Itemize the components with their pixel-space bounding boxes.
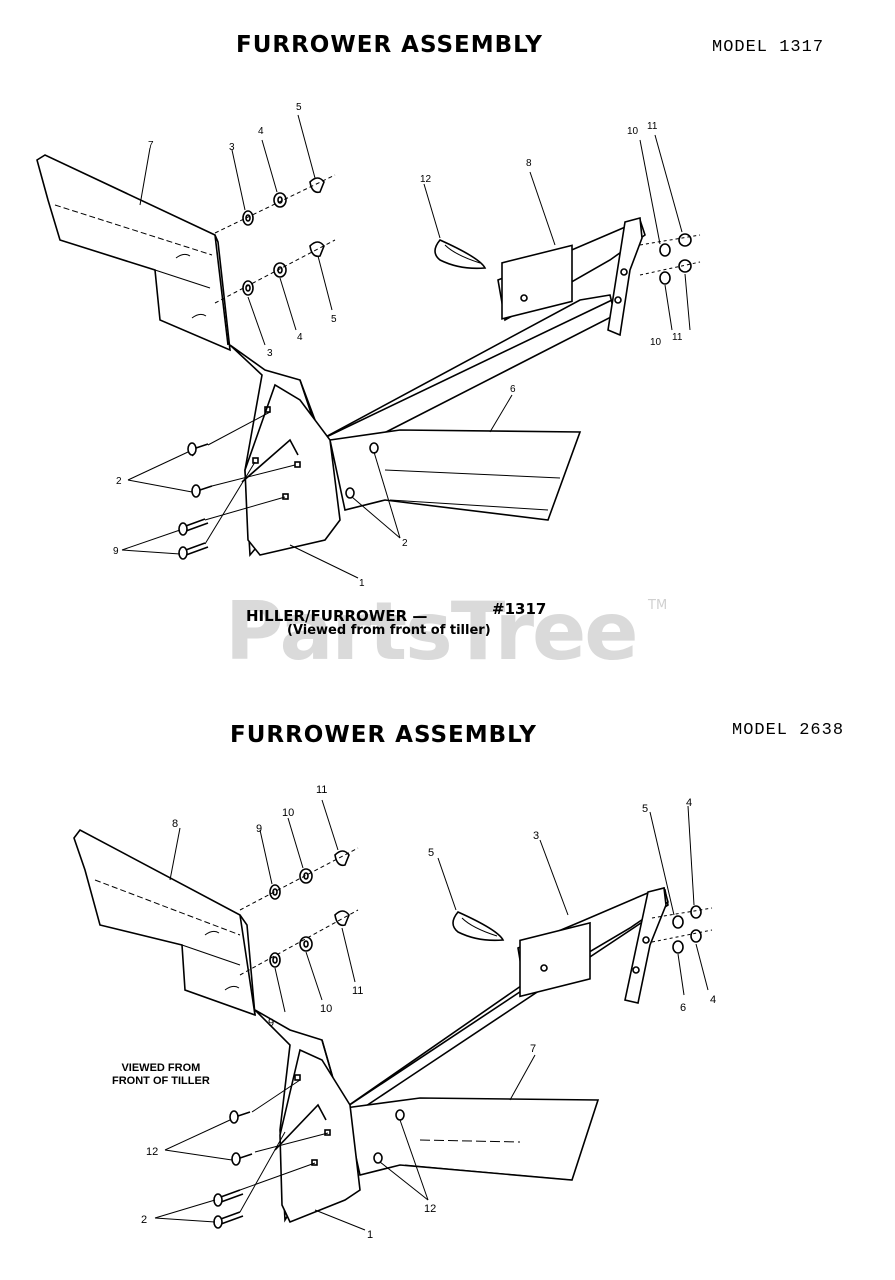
top-title: FURROWER ASSEMBLY xyxy=(236,32,543,58)
bottom-label-9a: 9 xyxy=(256,823,262,835)
bottom-label-5: 5 xyxy=(642,803,648,815)
top-wing-plate-7 xyxy=(36,154,231,352)
bottom-label-10a: 10 xyxy=(282,807,294,819)
top-label-5b: 5 xyxy=(331,314,337,325)
bottom-label-5-clip: 5 xyxy=(428,847,434,859)
top-hardware-10-11 xyxy=(639,134,701,331)
top-caption-line1: HILLER/FURROWER — xyxy=(246,607,428,625)
top-label-5a: 5 xyxy=(296,102,302,113)
trademark-symbol: TM xyxy=(648,598,668,613)
bottom-hardware-9-10-11 xyxy=(239,799,359,1013)
bottom-label-7: 7 xyxy=(530,1043,536,1055)
top-label-11b: 11 xyxy=(672,332,683,343)
bottom-label-2: 2 xyxy=(141,1214,147,1226)
bottom-label-6: 6 xyxy=(680,1002,686,1014)
bottom-label-12a: 12 xyxy=(146,1146,158,1158)
top-caption-number: #1317 xyxy=(492,600,547,618)
top-bolts-9 xyxy=(178,518,209,560)
bottom-label-1: 1 xyxy=(367,1229,373,1241)
top-label-11a: 11 xyxy=(647,121,658,132)
top-bracket-8 xyxy=(497,171,646,337)
bottom-view-note: VIEWED FROM FRONT OF TILLER xyxy=(112,1062,210,1088)
top-label-7: 7 xyxy=(148,140,154,151)
partstree-watermark: PartsTree xyxy=(225,585,639,678)
top-label-8: 8 xyxy=(526,158,532,169)
top-label-9: 9 xyxy=(113,546,119,557)
bottom-wing-plate-8 xyxy=(73,828,256,1017)
bottom-label-10b: 10 xyxy=(320,1003,332,1015)
top-label-6: 6 xyxy=(510,384,516,395)
bottom-hardware-4-5-6 xyxy=(649,805,713,996)
bottom-view-note-line1: VIEWED FROM xyxy=(121,1062,201,1074)
top-caption-line2: (Viewed from front of tiller) xyxy=(287,623,491,638)
top-share-blade-6 xyxy=(329,429,582,521)
top-shank-plate-1 xyxy=(241,383,341,556)
top-label-10b: 10 xyxy=(650,337,662,348)
bottom-label-9b: 9 xyxy=(268,1017,274,1029)
bottom-label-12b: 12 xyxy=(424,1203,436,1215)
top-label-1: 1 xyxy=(359,578,365,589)
top-label-10a: 10 xyxy=(627,126,639,137)
bottom-shank-plate-1 xyxy=(274,1048,361,1224)
bottom-leader-lines xyxy=(154,827,536,1231)
bottom-view-note-line2: FRONT OF TILLER xyxy=(112,1075,210,1087)
bottom-model: MODEL 2638 xyxy=(732,721,845,740)
top-label-12: 12 xyxy=(420,174,432,185)
bottom-bolts-12 xyxy=(229,1110,253,1166)
top-model: MODEL 1317 xyxy=(712,38,825,57)
top-hairpin-clip-12 xyxy=(423,183,487,270)
bottom-share-blade-7 xyxy=(344,1097,600,1181)
bottom-label-4a: 4 xyxy=(686,797,692,809)
top-label-4b: 4 xyxy=(297,332,303,343)
bottom-title: FURROWER ASSEMBLY xyxy=(230,722,537,748)
bottom-bracket-3 xyxy=(517,839,669,1004)
top-bolts-2 xyxy=(187,442,213,498)
bottom-label-3: 3 xyxy=(533,830,539,842)
bottom-bolts-2 xyxy=(213,1189,244,1229)
bottom-label-4b: 4 xyxy=(710,994,716,1006)
top-label-3b: 3 xyxy=(267,348,273,359)
top-leader-lines xyxy=(121,147,513,579)
top-label-2a: 2 xyxy=(116,476,122,487)
top-label-3a: 3 xyxy=(229,142,235,153)
bottom-hairpin-clip-5 xyxy=(437,857,505,942)
top-label-4a: 4 xyxy=(258,126,264,137)
bottom-label-11a: 11 xyxy=(316,784,327,796)
bottom-label-8a: 8 xyxy=(172,818,178,830)
bottom-label-11b: 11 xyxy=(352,985,363,997)
top-hardware-3-4-5 xyxy=(214,114,336,346)
top-label-2b: 2 xyxy=(402,538,408,549)
